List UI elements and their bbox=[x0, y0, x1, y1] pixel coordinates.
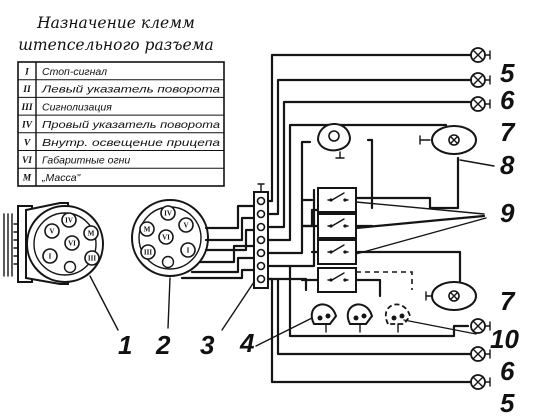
lamp-housing bbox=[346, 303, 374, 333]
connector-socket: IV V VI M I III bbox=[3, 202, 104, 285]
callout-label: 7 bbox=[500, 286, 516, 316]
connector-pin: VI bbox=[64, 235, 80, 251]
callout-label: 6 bbox=[500, 356, 515, 386]
legend-row: V Внутр. освещение прицепа bbox=[24, 137, 220, 149]
connector-plug: IV V VI M I III bbox=[131, 199, 258, 280]
connector-pin: III bbox=[140, 244, 156, 260]
bulb bbox=[470, 318, 491, 334]
legend-row-text: Сигнолизация bbox=[42, 101, 112, 113]
legend-row: III Сигнолизация bbox=[20, 101, 112, 113]
legend-row-number: M bbox=[22, 174, 32, 184]
pin-label: VI bbox=[68, 240, 76, 248]
legend-title: Назначение клемм штепсельного разъема bbox=[18, 14, 214, 54]
connector-pin: IV bbox=[160, 205, 176, 221]
legend-row: M „Масса" bbox=[22, 172, 82, 184]
bulb bbox=[470, 72, 491, 88]
lamp-housing bbox=[385, 303, 411, 333]
connector-pin: M bbox=[83, 225, 99, 241]
connector-pin: V bbox=[178, 217, 194, 233]
legend-title-line-1: Назначение клемм bbox=[36, 14, 195, 32]
legend-row-text: Габаритные огни bbox=[42, 155, 130, 167]
callout-label: 5 bbox=[500, 58, 515, 88]
callout-label: 9 bbox=[500, 198, 515, 228]
bulb bbox=[470, 47, 491, 63]
callout-label: 7 bbox=[500, 117, 516, 147]
pin-label: IV bbox=[65, 217, 73, 225]
connector-pin: III bbox=[84, 250, 100, 266]
legend-title-line-2: штепсельного разъема bbox=[18, 36, 214, 54]
connector-pin: V bbox=[44, 223, 60, 239]
legend-row-number: I bbox=[24, 68, 29, 78]
callout-label: 5 bbox=[500, 388, 515, 418]
bulb bbox=[470, 374, 491, 390]
callout-label: 10 bbox=[490, 324, 519, 354]
legend-row-number: VI bbox=[22, 156, 32, 166]
pin-label: I bbox=[49, 253, 52, 261]
pin-label: VI bbox=[162, 234, 170, 242]
legend-row-text: Левый указатель поворота bbox=[41, 84, 220, 96]
bulb bbox=[470, 96, 491, 112]
pin-label: M bbox=[88, 230, 95, 238]
legend-row-text: Провый указатель поворота bbox=[42, 119, 220, 131]
connector-pin: I bbox=[42, 248, 58, 264]
connector-pin: IV bbox=[61, 212, 77, 228]
lamp-upper-right bbox=[419, 125, 477, 155]
relay bbox=[317, 239, 357, 265]
legend-row-text: Стоп-сигнал bbox=[42, 66, 107, 78]
pin-label: III bbox=[144, 249, 152, 257]
legend-row-text: Внутр. освещение прицепа bbox=[42, 137, 220, 149]
legend-row-number: V bbox=[24, 138, 31, 148]
callout-label: 1 bbox=[118, 330, 132, 360]
legend-row: IV Провый указатель поворота bbox=[21, 119, 220, 131]
connector-pin: M bbox=[139, 221, 155, 237]
legend-row-number: III bbox=[20, 103, 32, 113]
wiring-harness bbox=[266, 53, 487, 384]
relay bbox=[317, 267, 357, 293]
legend-row: I Стоп-сигнал bbox=[24, 66, 107, 78]
legend-row: VI Габаритные огни bbox=[22, 155, 130, 167]
terminal-block bbox=[253, 183, 269, 289]
pin-label: I bbox=[187, 247, 190, 255]
legend-row-number: II bbox=[22, 85, 31, 95]
lamp-housing bbox=[310, 303, 338, 333]
leader-lines bbox=[89, 159, 495, 347]
bulb bbox=[470, 346, 491, 362]
relay bbox=[317, 213, 357, 239]
callout-label: 8 bbox=[500, 150, 515, 180]
legend-table: I Стоп-сигнал II Левый указатель поворот… bbox=[17, 61, 225, 187]
callout-label: 2 bbox=[155, 330, 171, 360]
legend-row: II Левый указатель поворота bbox=[22, 84, 220, 96]
legend-row-number: IV bbox=[21, 121, 33, 131]
callout-labels: 1 2 3 4 5 6 7 8 9 10 7 6 5 bbox=[118, 58, 519, 418]
callout-label: 4 bbox=[239, 328, 255, 358]
callout-label: 6 bbox=[500, 85, 515, 115]
legend-row-text: „Масса" bbox=[41, 172, 82, 184]
pin-label: V bbox=[183, 222, 188, 230]
pin-label: V bbox=[49, 228, 54, 236]
relay bbox=[317, 187, 357, 213]
connector-pin: I bbox=[180, 242, 196, 258]
lamp-upper-left bbox=[316, 123, 352, 159]
pin-label: M bbox=[144, 226, 151, 234]
connector-pin: VI bbox=[158, 229, 174, 245]
lamp-lower-right bbox=[425, 281, 477, 311]
pin-label: IV bbox=[164, 210, 172, 218]
pin-label: III bbox=[88, 255, 96, 263]
callout-label: 3 bbox=[200, 330, 215, 360]
